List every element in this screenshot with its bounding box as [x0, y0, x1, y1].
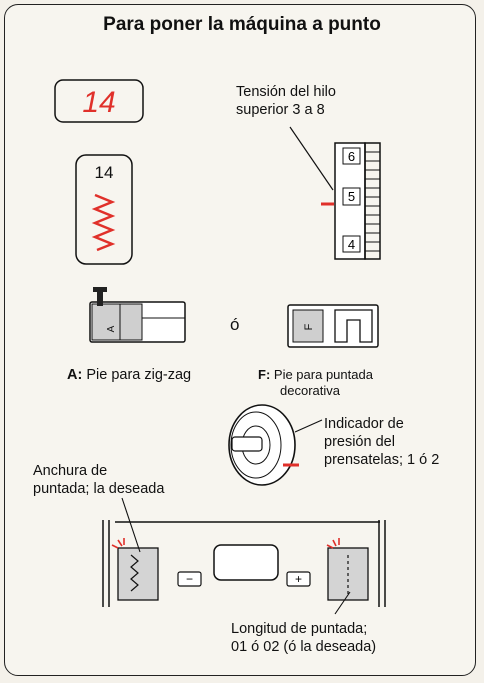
tension-label-line2: superior 3 a 8: [236, 102, 325, 118]
pattern-card: 14: [75, 154, 133, 265]
tension-dial: 6 5 4: [321, 142, 381, 260]
pressure-dial-icon: [228, 404, 299, 486]
pressure-pointer-line: [294, 419, 323, 433]
pattern-card-number: 14: [95, 163, 114, 182]
pressure-label: Indicador de presión del prensatelas; 1 …: [324, 415, 439, 469]
tension-label-line1: Tensión del hilo: [236, 84, 336, 100]
dial-value-bottom: 4: [348, 237, 355, 252]
minus-button-frame: [177, 571, 202, 587]
plus-button-frame: [286, 571, 311, 587]
length-line1: Longitud de puntada;: [231, 621, 368, 637]
plus-button-label: +: [295, 572, 302, 586]
pressure-line1: Indicador de: [324, 416, 404, 432]
foot-a-label: A: Pie para zig-zag: [67, 366, 191, 384]
width-line2: puntada; la deseada: [33, 481, 165, 497]
control-panel: − +: [102, 520, 386, 607]
tension-label: Tensión del hilo superior 3 a 8: [236, 83, 336, 119]
width-line1: Anchura de: [33, 463, 108, 479]
pressure-line3: prensatelas; 1 ó 2: [324, 452, 440, 468]
page-title: Para poner la máquina a punto: [103, 14, 381, 35]
foot-a-prefix: A:: [67, 367, 83, 383]
width-pointer-line: [121, 497, 141, 553]
pattern-display: 14: [54, 79, 144, 123]
foot-a-mark: A: [106, 325, 117, 332]
zigzag-stitch-icon: [91, 193, 116, 252]
foot-a-text: Pie para zig-zag: [86, 367, 192, 383]
dial-value-top: 6: [348, 149, 355, 164]
stitch-width-label: Anchura de puntada; la deseada: [33, 462, 164, 498]
presser-foot-f-icon: F: [287, 304, 379, 348]
length-line2: 01 ó 02 (ó la deseada): [231, 639, 377, 655]
display-number: 14: [82, 86, 115, 119]
tension-pointer-line: [289, 126, 334, 191]
stitch-length-label: Longitud de puntada; 01 ó 02 (ó la desea…: [231, 620, 376, 656]
foot-f-mark: F: [303, 323, 315, 330]
foot-f-prefix: F:: [258, 367, 271, 382]
foot-f-label: F: Pie para puntada decorativa: [258, 367, 373, 399]
presser-foot-a-icon: A: [89, 287, 186, 343]
foot-f-line2: decorativa: [280, 383, 340, 398]
length-pointer-line: [334, 591, 351, 615]
foot-f-line1: Pie para puntada: [273, 367, 373, 382]
minus-button-label: −: [186, 572, 193, 586]
dial-value-mid: 5: [348, 189, 355, 204]
pressure-line2: presión del: [324, 434, 395, 450]
or-separator: ó: [230, 315, 240, 334]
